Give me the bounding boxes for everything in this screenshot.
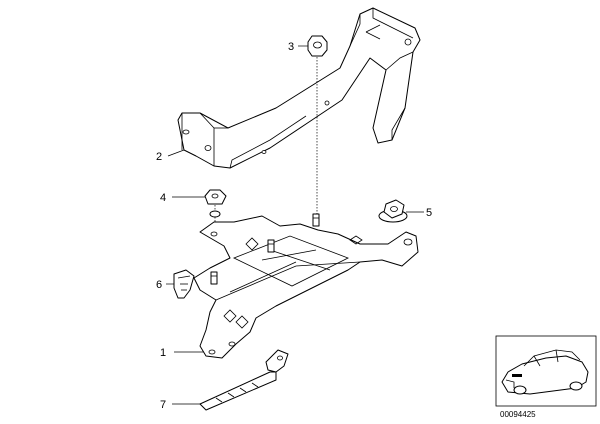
vehicle-reference-inset: 00094425 — [495, 335, 597, 419]
callout-1: 1 — [160, 347, 166, 359]
callout-4: 4 — [160, 192, 166, 204]
callout-2: 2 — [156, 151, 162, 163]
top-nut — [307, 35, 328, 220]
callout-3: 3 — [288, 41, 294, 53]
washer-nut — [204, 189, 227, 228]
leader-line-2 — [167, 149, 185, 157]
car-silhouette-icon — [501, 349, 589, 395]
base-plate — [193, 213, 419, 359]
callout-7: 7 — [160, 399, 166, 411]
cable-tie — [199, 349, 289, 411]
flange-nut — [378, 199, 408, 223]
callout-6: 6 — [156, 279, 162, 291]
clip-nut — [173, 269, 195, 299]
reference-number: 00094425 — [500, 410, 536, 419]
upper-support-bracket — [177, 7, 421, 169]
callout-5: 5 — [426, 207, 432, 219]
